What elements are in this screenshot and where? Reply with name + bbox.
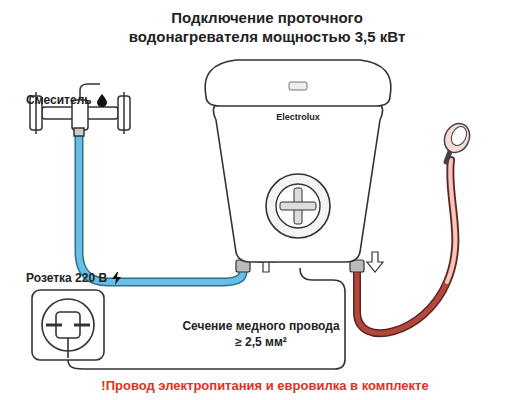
- power-socket: [32, 290, 104, 360]
- hot-water-hose-fill: [357, 160, 455, 333]
- mixer: [30, 84, 130, 136]
- outflow-arrow: [367, 252, 383, 272]
- shower-head: [440, 119, 474, 162]
- hot-water-hose: [357, 160, 455, 333]
- mixer-label: Смеситель: [26, 92, 92, 108]
- shower-hose: [447, 160, 455, 282]
- diagram-title: Подключение проточного водонагревателя м…: [112, 8, 422, 46]
- socket-label: Розетка 220 В: [26, 270, 107, 286]
- cold-water-hose-fill: [79, 134, 243, 282]
- heater-outline: [196, 56, 400, 264]
- water-heater: Electrolux: [196, 56, 400, 264]
- wire-section-note: Сечение медного провода ≥ 2,5 мм²: [180, 318, 342, 350]
- cold-water-hose: [79, 134, 243, 282]
- kit-note: !Провод электропитания и евровилка в ком…: [20, 378, 510, 394]
- water-drop-icon: [97, 94, 107, 107]
- lightning-icon: [112, 272, 121, 285]
- brand-logo: Electrolux: [196, 112, 400, 122]
